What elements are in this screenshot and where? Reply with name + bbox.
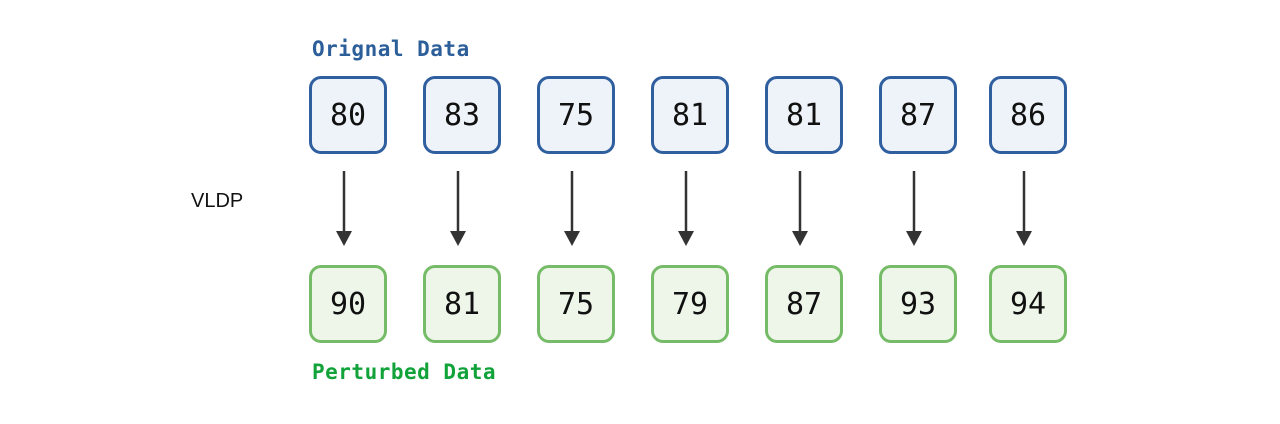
original-value-box-4: 81 [651, 76, 729, 154]
perturbed-value-box-2: 81 [423, 265, 501, 343]
perturbed-data-title: Perturbed Data [312, 360, 497, 384]
original-value-box-2: 83 [423, 76, 501, 154]
down-arrow-7 [1016, 171, 1032, 246]
perturbed-value-box-4: 79 [651, 265, 729, 343]
perturbed-value-box-1: 90 [309, 265, 387, 343]
perturbed-value-box-3: 75 [537, 265, 615, 343]
original-data-title: Orignal Data [312, 37, 470, 61]
original-value-box-3: 75 [537, 76, 615, 154]
original-value-box-1: 80 [309, 76, 387, 154]
original-value-box-6: 87 [879, 76, 957, 154]
perturbed-value-box-6: 93 [879, 265, 957, 343]
original-value-box-7: 86 [989, 76, 1067, 154]
down-arrow-3 [564, 171, 580, 246]
down-arrow-6 [906, 171, 922, 246]
original-value-box-5: 81 [765, 76, 843, 154]
down-arrow-2 [450, 171, 466, 246]
down-arrow-4 [678, 171, 694, 246]
down-arrow-5 [792, 171, 808, 246]
down-arrow-1 [336, 171, 352, 246]
perturbed-value-box-7: 94 [989, 265, 1067, 343]
mechanism-label: VLDP [191, 190, 244, 212]
perturbed-value-box-5: 87 [765, 265, 843, 343]
